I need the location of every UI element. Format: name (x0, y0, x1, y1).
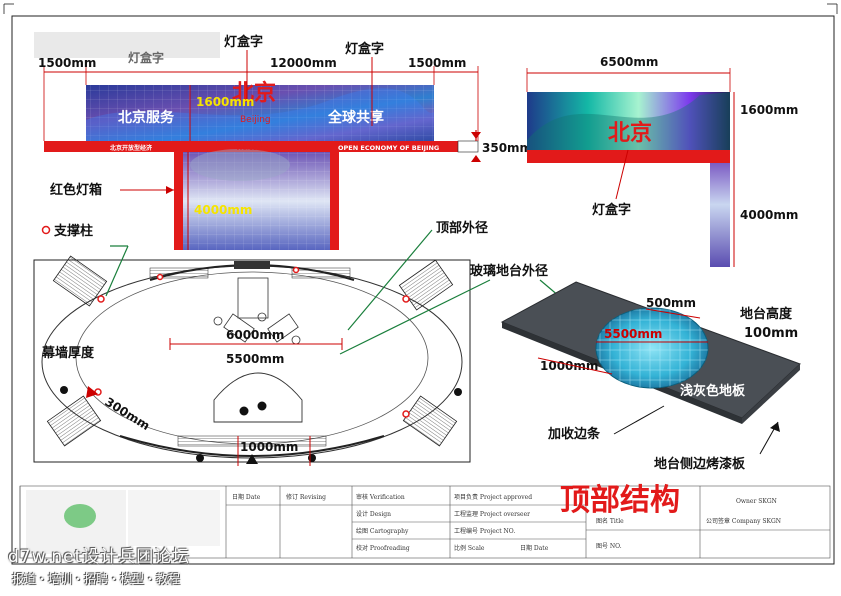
dim-1500-right: 1500mm (408, 56, 466, 70)
tb-drawing: 绘图 Cartography (356, 527, 409, 535)
label-lightbox-char-d: 灯盒字 (592, 202, 631, 218)
dim-1000-plan: 1000mm (240, 440, 298, 454)
column-red-edge-left (174, 152, 183, 250)
label-lightbox-char-a: 灯盒字 (224, 34, 263, 50)
dim-1000-platform: 1000mm (540, 359, 598, 373)
label-curtain-wall-thickness: 幕墙厚度 (41, 345, 95, 361)
tb-drawing-no: 图号 NO. (596, 543, 622, 550)
dim-1600-left: 1600mm (196, 95, 254, 109)
banner-open-economy-en: OPEN ECONOMY OF BEIJING (338, 144, 439, 152)
tb-project-overseer: 工程监理 Project overseer (454, 510, 530, 518)
side-red-band (527, 150, 730, 163)
corner-ticks (3, 3, 838, 14)
red-lightbox-band (44, 141, 478, 152)
title-block (19, 485, 831, 559)
blurred-logo (34, 32, 220, 58)
dim-1500-left: 1500mm (38, 56, 96, 70)
dim-350: 350mm (482, 141, 532, 155)
blurred-green-mark (64, 504, 96, 528)
dim-6500: 6500mm (600, 55, 658, 69)
label-platform-side-paint: 地台侧边烤漆板 (654, 456, 746, 472)
floor-plan: 6000mm 5500mm 1000mm 300mm 支撑柱 顶部外径 玻璃地台… (33, 220, 619, 466)
tb-revision: 修订 Revising (286, 493, 326, 501)
front-elevation: 北京服务 全球共享 北京 Beijing Welcome 北京开放型经济 OPE… (38, 34, 532, 250)
dim-1600-right: 1600mm (740, 103, 798, 117)
dim-12000: 12000mm (270, 56, 337, 70)
tb-proofread: 校对 Proofreading (356, 544, 410, 552)
drawing-title-top-structure: 顶部结构 (560, 483, 680, 518)
label-top-outer-diameter: 顶部外径 (436, 220, 488, 236)
watermark-site: d7w.net设计兵团论坛 (8, 547, 191, 567)
tb-project-no: 工程编号 Project NO. (454, 527, 515, 535)
column-red-edge-right (330, 152, 339, 250)
dim-5500-plan: 5500mm (226, 352, 284, 366)
dim-4000-right: 4000mm (740, 208, 798, 222)
tb-design: 设计 Design (356, 510, 391, 518)
label-support-column: 支撑柱 (53, 223, 93, 239)
tb-drawing-title: 图名 Title (596, 517, 624, 525)
tb-date2: 日期 Date (520, 544, 549, 552)
tb-scale: 比例 Scale (454, 544, 485, 552)
beijing-calligraphy: 北京 (232, 80, 276, 106)
label-platform-height-value: 100mm (744, 326, 798, 341)
label-glass-platform-outer: 玻璃地台外径 (470, 263, 548, 279)
tb-company: 公司签章 Company SKGN (706, 517, 781, 525)
tb-check: 审核 Verification (356, 493, 405, 501)
label-platform-height: 地台高度 (740, 306, 793, 322)
tb-owner: Owner SKGN (736, 498, 777, 505)
side-column (710, 163, 730, 267)
side-banner-panel (527, 92, 730, 150)
label-light-gray-floor: 浅灰色地板 (680, 383, 746, 399)
dim-6000: 6000mm (226, 328, 284, 342)
banner-open-economy-cn: 北京开放型经济 (110, 144, 153, 152)
banner-beijing-en: Beijing (240, 115, 271, 125)
side-beijing-calligraphy: 北京 (608, 120, 652, 146)
banner-global-share: 全球共享 (327, 109, 384, 126)
tb-project-approved: 项目负责 Project approved (454, 493, 532, 501)
tb-date: 日期 Date (232, 493, 261, 501)
blurred-notes (128, 490, 220, 546)
side-elevation: 北京 6500mm 1600mm 4000mm 灯盒字 (526, 55, 798, 267)
dim-500: 500mm (646, 296, 696, 310)
sheet-border (11, 15, 835, 565)
label-red-lightbox: 红色灯箱 (50, 182, 102, 198)
platform-perspective: 500mm 5500mm 1000mm 地台高度 100mm 浅灰色地板 加收边… (500, 281, 801, 472)
label-edge-trim: 加收边条 (547, 426, 601, 442)
dim-5500-platform: 5500mm (604, 327, 662, 341)
watermark-tagline: 报道・培训・招聘・模型・教程 (12, 572, 181, 586)
banner-beijing-service: 北京服务 (118, 109, 175, 126)
dim-300: 300mm (102, 395, 152, 433)
banner-welcome: Welcome (236, 144, 268, 152)
label-lightbox-char-c: 灯盒字 (345, 41, 384, 57)
label-lightbox-char-b: 灯盒字 (128, 50, 164, 65)
dim-4000-left: 4000mm (194, 203, 252, 217)
